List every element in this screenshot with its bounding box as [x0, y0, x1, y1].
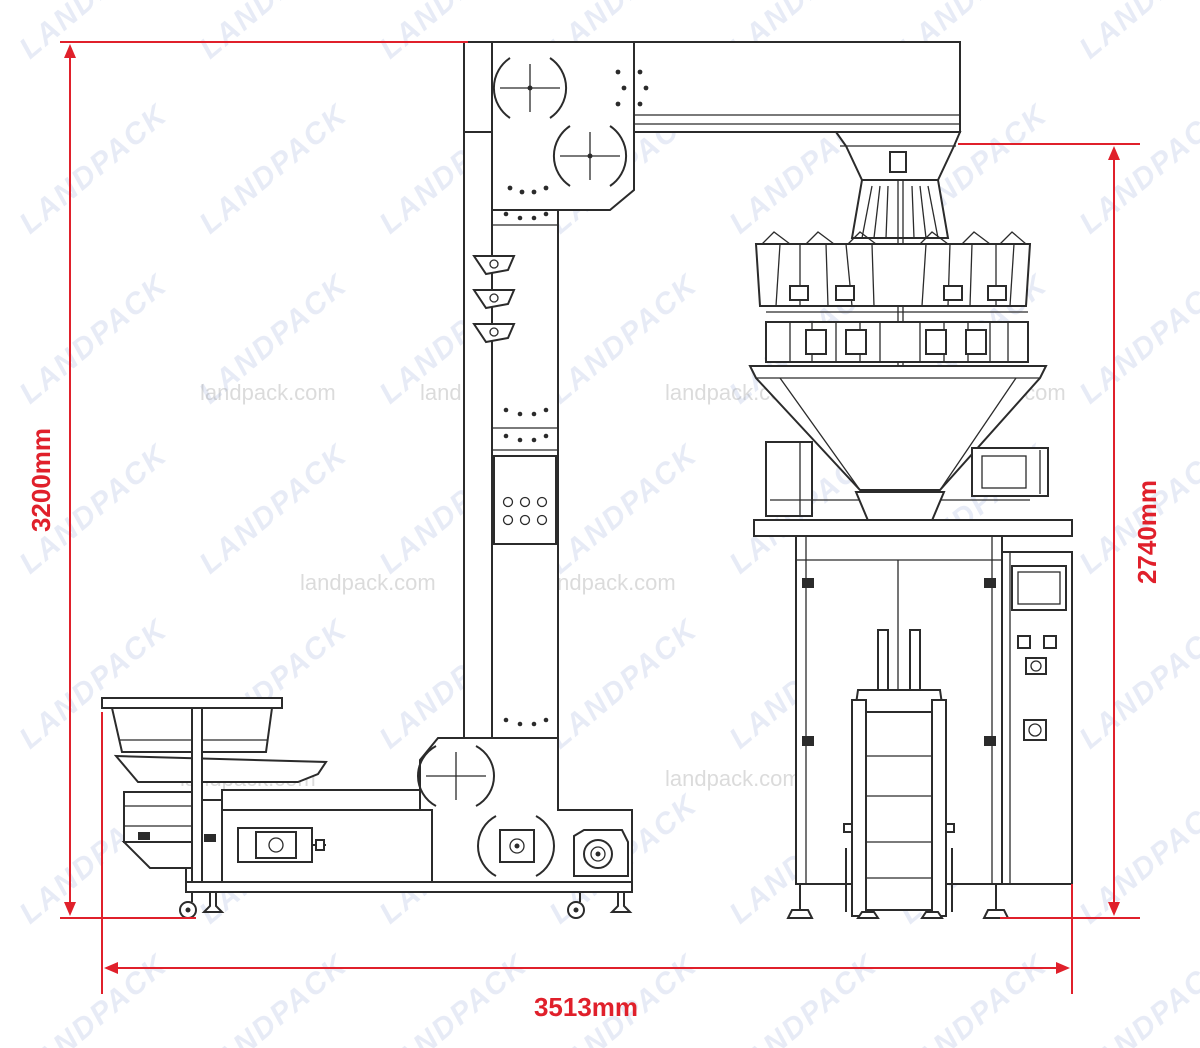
vibrator-box — [123, 791, 193, 843]
bottom-sprocket-1 — [417, 745, 495, 807]
watermark-logo: LANDPACK — [193, 98, 354, 241]
weigh-hopper-row — [765, 311, 1029, 363]
watermark-logo: LANDPACK — [723, 948, 884, 1048]
frame-brackets — [802, 578, 996, 746]
vffs-feet — [786, 884, 1010, 919]
dimension-weigher-height: 2740mm — [958, 143, 1162, 919]
belt-tensioner — [237, 827, 326, 863]
hmi-touch-screen — [1011, 565, 1067, 611]
watermark-logo: LANDPACK — [13, 98, 174, 241]
hopper-support-post — [191, 707, 203, 883]
dimension-overall-height: 3200mm — [26, 41, 468, 919]
vibrator-lower — [121, 841, 193, 869]
watermark-logo: LANDPACK — [1073, 948, 1200, 1048]
sealing-assembly — [843, 689, 955, 917]
watermark-logo: LANDPACK — [373, 948, 534, 1048]
top-sprocket-1 — [492, 57, 568, 119]
elevator-gear-motor — [573, 829, 629, 877]
elevator-buckets — [472, 255, 516, 344]
forming-tube — [877, 560, 921, 701]
watermark-url: landpack.com — [200, 380, 336, 405]
caster-right — [567, 891, 633, 919]
watermark-logo: LANDPACK — [1073, 98, 1200, 241]
watermark-logo: LANDPACK — [1073, 788, 1200, 931]
watermark-url: landpack.com — [540, 570, 676, 595]
overall-width-label: 3513mm — [534, 992, 638, 1022]
vertical-packing-machine — [786, 535, 1073, 919]
hopper-tray — [113, 754, 328, 783]
feed-hopper-row — [754, 231, 1032, 307]
top-plate-rivets — [507, 69, 649, 195]
weigher-motor-box — [765, 441, 813, 517]
watermark-logo: LANDPACK — [543, 438, 704, 581]
bottom-sprocket-2 — [477, 815, 555, 877]
weigher-control-box — [971, 447, 1049, 497]
watermark-logo: LANDPACK — [1073, 0, 1200, 65]
weigher-top-cone — [850, 179, 950, 239]
watermark-logo: LANDPACK — [13, 0, 174, 65]
feeder-hopper — [101, 697, 328, 883]
watermark-url: landpack.com — [300, 570, 436, 595]
overall-height-label: 3200mm — [26, 428, 56, 532]
watermark-logo: LANDPACK — [893, 948, 1054, 1048]
watermark-logo: LANDPACK — [13, 948, 174, 1048]
bucket-elevator — [179, 41, 961, 919]
hopper-rim — [101, 697, 283, 709]
weigher-height-label: 2740mm — [1132, 480, 1162, 584]
watermark-logo: LANDPACK — [193, 0, 354, 65]
watermark-url: landpack.com — [665, 766, 801, 791]
dimension-overall-width: 3513mm — [101, 712, 1073, 1022]
watermark-logo: LANDPACK — [543, 613, 704, 756]
elevator-column-left — [463, 131, 493, 813]
weigher-platform — [753, 519, 1073, 537]
elevator-base-frame — [185, 881, 633, 893]
lower-conveyor-top — [221, 789, 421, 811]
watermark-logo: LANDPACK — [193, 948, 354, 1048]
top-sprocket-2 — [552, 125, 628, 187]
multihead-weigher — [748, 131, 1073, 561]
column-rivets — [503, 211, 549, 727]
watermark-logo: LANDPACK — [1073, 268, 1200, 411]
watermark-logo: LANDPACK — [13, 268, 174, 411]
watermark-logo: LANDPACK — [1073, 613, 1200, 756]
control-box-buttons — [502, 496, 548, 526]
cabinet-switches — [1017, 635, 1057, 741]
watermark-logo: LANDPACK — [193, 438, 354, 581]
